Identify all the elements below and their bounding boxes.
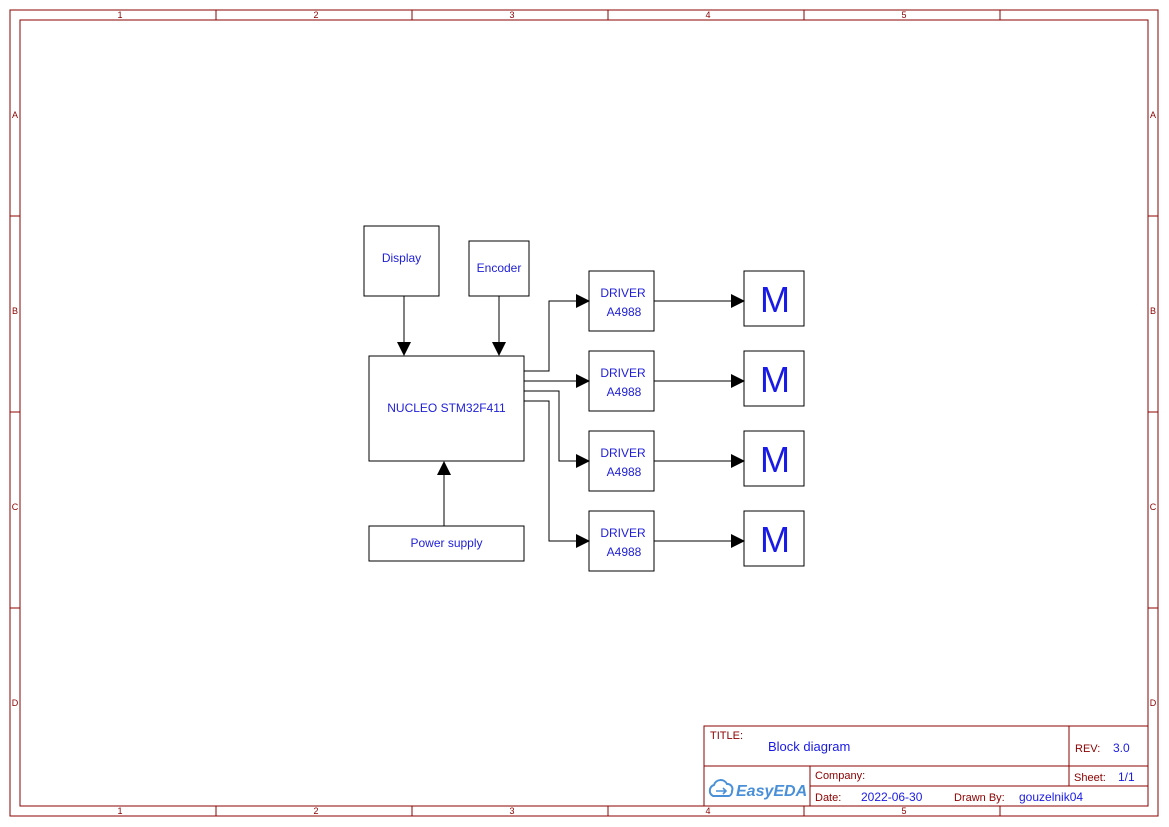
- arrowhead: [576, 534, 590, 548]
- motor-label: M: [760, 519, 790, 560]
- wire-mcu-to-driver-2: [524, 374, 590, 388]
- row-label-right: A: [1150, 110, 1156, 120]
- col-label-bottom: 1: [117, 806, 122, 816]
- company-label: Company:: [815, 770, 865, 782]
- wire-driver-to-motor-4: [654, 534, 745, 548]
- encoder-block[interactable]: Encoder: [468, 240, 530, 297]
- driver-label-line2: A4988: [607, 465, 642, 479]
- sheet-label: Sheet:: [1074, 772, 1106, 784]
- col-label-top: 5: [901, 10, 906, 20]
- wire-driver-to-motor-2: [654, 374, 745, 388]
- motor-label: M: [760, 279, 790, 320]
- driver-label-line2: A4988: [607, 545, 642, 559]
- arrowhead: [731, 294, 745, 308]
- arrowhead: [492, 342, 506, 356]
- driver-label-line1: DRIVER: [600, 446, 646, 460]
- arrowhead: [437, 461, 451, 475]
- motor-label: M: [760, 439, 790, 480]
- cloud-icon: [708, 779, 734, 797]
- motor-block[interactable]: M: [743, 270, 805, 327]
- row-label-left: A: [12, 110, 18, 120]
- arrowhead: [576, 374, 590, 388]
- logo-text: EasyEDA: [736, 783, 807, 800]
- display-block[interactable]: Display: [363, 225, 440, 297]
- mcu-block[interactable]: NUCLEO STM32F411: [368, 355, 525, 462]
- display-label: Display: [382, 251, 421, 265]
- drawn-by-value: gouzelnik04: [1019, 790, 1083, 804]
- col-label-bottom: 4: [705, 806, 710, 816]
- mcu-label: NUCLEO STM32F411: [387, 401, 506, 415]
- arrowhead: [576, 454, 590, 468]
- wire-driver-to-motor-3: [654, 454, 745, 468]
- rev-value: 3.0: [1113, 741, 1130, 755]
- date-value: 2022-06-30: [861, 790, 923, 804]
- title-block: TITLE: Block diagram REV: 3.0 Company: S…: [703, 725, 1149, 807]
- row-label-left: C: [12, 502, 19, 512]
- driver-block[interactable]: DRIVER A4988: [588, 270, 655, 332]
- wire-mcu-to-driver-3: [524, 390, 590, 468]
- title-value: Block diagram: [768, 739, 850, 754]
- title-label: TITLE:: [710, 730, 743, 742]
- arrowhead: [576, 294, 590, 308]
- arrowhead: [731, 454, 745, 468]
- driver-label-line2: A4988: [607, 305, 642, 319]
- driver-block[interactable]: DRIVER A4988: [588, 430, 655, 492]
- arrowhead: [731, 374, 745, 388]
- col-label-bottom: 5: [901, 806, 906, 816]
- motor-block[interactable]: M: [743, 430, 805, 487]
- column-ticks: [215, 10, 1001, 816]
- row-label-left: B: [12, 306, 18, 316]
- sheet-value: 1/1: [1118, 770, 1135, 784]
- driver-block[interactable]: DRIVER A4988: [588, 350, 655, 412]
- col-label-bottom: 2: [313, 806, 318, 816]
- inner-frame: [19, 19, 1149, 807]
- row-label-right: B: [1150, 306, 1156, 316]
- outer-frame: [9, 9, 1159, 817]
- row-label-right: C: [1150, 502, 1157, 512]
- easyeda-logo: EasyEDA: [708, 779, 807, 800]
- rev-label: REV:: [1075, 743, 1100, 755]
- drawn-by-label: Drawn By:: [954, 792, 1005, 804]
- power-supply-label: Power supply: [410, 536, 482, 550]
- col-label-bottom: 3: [509, 806, 514, 816]
- wire-driver-to-motor-1: [654, 294, 745, 308]
- row-label-right: D: [1150, 698, 1157, 708]
- motor-block[interactable]: M: [743, 510, 805, 567]
- motor-label: M: [760, 359, 790, 400]
- driver-block[interactable]: DRIVER A4988: [588, 510, 655, 572]
- date-label: Date:: [815, 792, 841, 804]
- wire-power-to-mcu: [437, 461, 451, 526]
- arrowhead: [731, 534, 745, 548]
- driver-label-line1: DRIVER: [600, 366, 646, 380]
- col-label-top: 2: [313, 10, 318, 20]
- driver-label-line1: DRIVER: [600, 526, 646, 540]
- driver-label-line2: A4988: [607, 385, 642, 399]
- row-ticks: [10, 215, 1158, 609]
- col-label-top: 3: [509, 10, 514, 20]
- wire-mcu-to-driver-4: [524, 400, 590, 548]
- col-label-top: 4: [705, 10, 710, 20]
- power-supply-block[interactable]: Power supply: [368, 525, 525, 562]
- encoder-label: Encoder: [477, 261, 522, 275]
- wire-mcu-to-driver-1: [524, 294, 590, 372]
- arrowhead: [397, 342, 411, 356]
- wire-encoder-to-mcu: [492, 296, 506, 356]
- col-label-top: 1: [117, 10, 122, 20]
- driver-label-line1: DRIVER: [600, 286, 646, 300]
- row-label-left: D: [12, 698, 19, 708]
- wire-display-to-mcu: [397, 296, 411, 356]
- motor-block[interactable]: M: [743, 350, 805, 407]
